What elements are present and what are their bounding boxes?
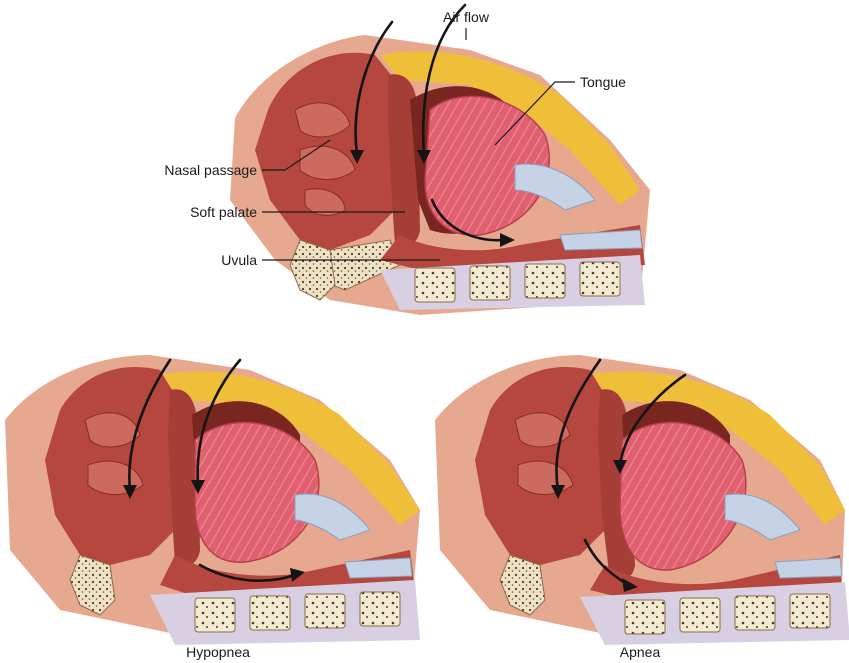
apnea-caption: Apnea: [620, 644, 661, 660]
normal-airway-illustration: Air flow Tongue Nasal passage Soft palat…: [164, 5, 650, 315]
trachea: [345, 558, 412, 578]
tongue-label: Tongue: [580, 74, 626, 90]
apnea-airway-illustration: [435, 355, 849, 645]
soft-palate-label: Soft palate: [190, 204, 257, 220]
hypopnea-caption: Hypopnea: [186, 644, 250, 660]
nasal-passage-label: Nasal passage: [164, 162, 257, 178]
air-flow-label: Air flow: [443, 9, 490, 25]
hypopnea-airway-illustration: [5, 355, 420, 645]
uvula-label: Uvula: [221, 252, 257, 268]
skull-base: [290, 240, 335, 300]
trachea: [775, 558, 842, 578]
